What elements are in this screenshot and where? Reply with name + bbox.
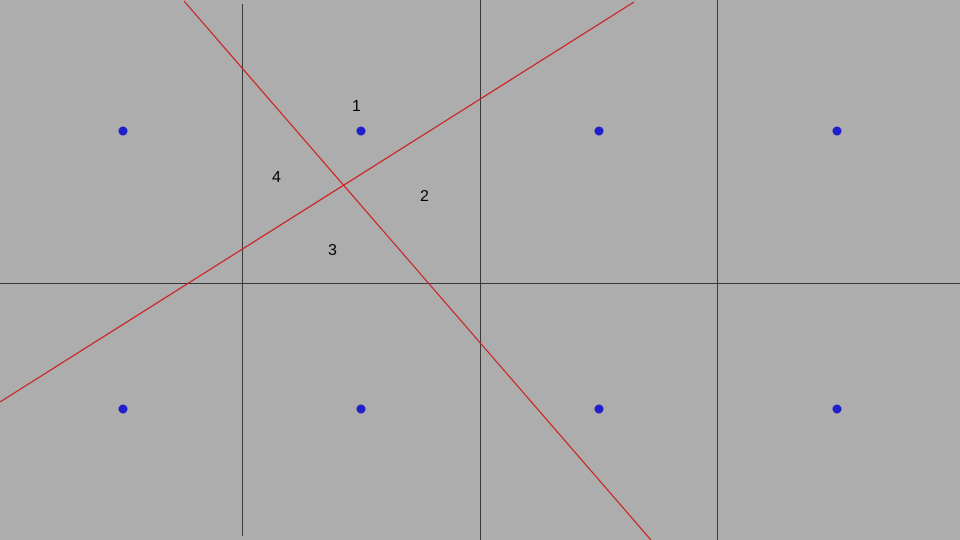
point [118, 404, 128, 414]
cut-lines [0, 0, 652, 540]
point [832, 404, 842, 414]
point [356, 404, 366, 414]
region-label-2: 2 [420, 188, 429, 205]
point [832, 126, 842, 136]
point [594, 404, 604, 414]
region-label-4: 4 [272, 169, 281, 186]
region-labels: 1 2 3 4 [272, 98, 429, 259]
region-label-1: 1 [352, 98, 361, 115]
point [118, 126, 128, 136]
point [356, 126, 366, 136]
region-label-3: 3 [328, 242, 337, 259]
cut-line-ascending [0, 1, 635, 403]
points [118, 126, 842, 414]
point [594, 126, 604, 136]
cut-line-descending [183, 0, 652, 540]
